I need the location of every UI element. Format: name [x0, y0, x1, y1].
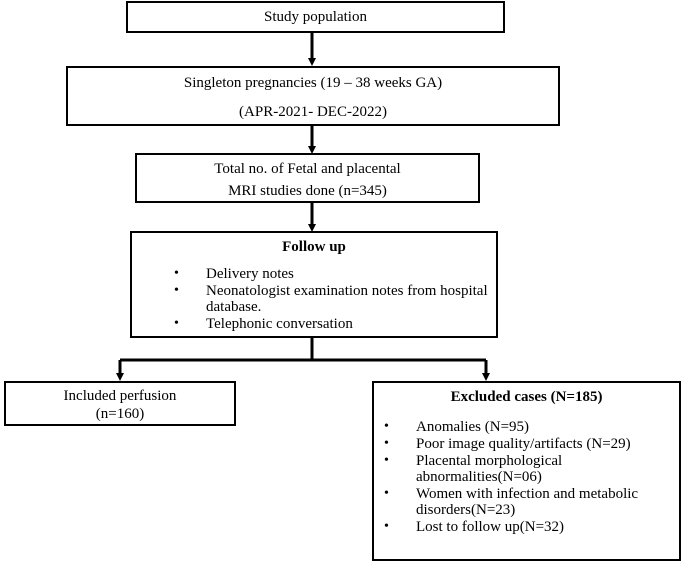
excluded-item: Anomalies (N=95) [378, 419, 675, 435]
excluded-item: Placental morphological abnormalities(N=… [378, 453, 675, 485]
study-population-text: Study population [264, 9, 367, 25]
follow-up-list: Delivery notes Neonatologist examination… [132, 266, 496, 332]
total-mri-box: Total no. of Fetal and placental MRI stu… [135, 153, 480, 203]
follow-up-title: Follow up [282, 239, 346, 255]
excluded-list: Anomalies (N=95) Poor image quality/arti… [374, 419, 679, 535]
singleton-box: Singleton pregnancies (19 – 38 weeks GA)… [66, 66, 560, 126]
singleton-line2: (APR-2021- DEC-2022) [239, 104, 387, 120]
excluded-item: Women with infection and metabolic disor… [378, 486, 675, 518]
singleton-line1: Singleton pregnancies (19 – 38 weeks GA) [183, 75, 443, 91]
included-line2: (n=160) [95, 406, 145, 422]
follow-up-item: Delivery notes [168, 266, 490, 282]
excluded-box: Excluded cases (N=185) Anomalies (N=95) … [372, 381, 681, 561]
follow-up-item: Telephonic conversation [168, 316, 490, 332]
total-mri-line2: MRI studies done (n=345) [228, 183, 387, 199]
study-population-box: Study population [126, 1, 505, 33]
excluded-item: Lost to follow up(N=32) [378, 519, 675, 535]
excluded-item: Poor image quality/artifacts (N=29) [378, 436, 675, 452]
included-line1: Included perfusion [63, 388, 177, 404]
excluded-title: Excluded cases (N=185) [450, 389, 603, 405]
total-mri-line1: Total no. of Fetal and placental [214, 161, 401, 177]
follow-up-item: Neonatologist examination notes from hos… [168, 283, 490, 315]
included-box: Included perfusion (n=160) [4, 381, 236, 426]
follow-up-box: Follow up Delivery notes Neonatologist e… [130, 231, 498, 338]
